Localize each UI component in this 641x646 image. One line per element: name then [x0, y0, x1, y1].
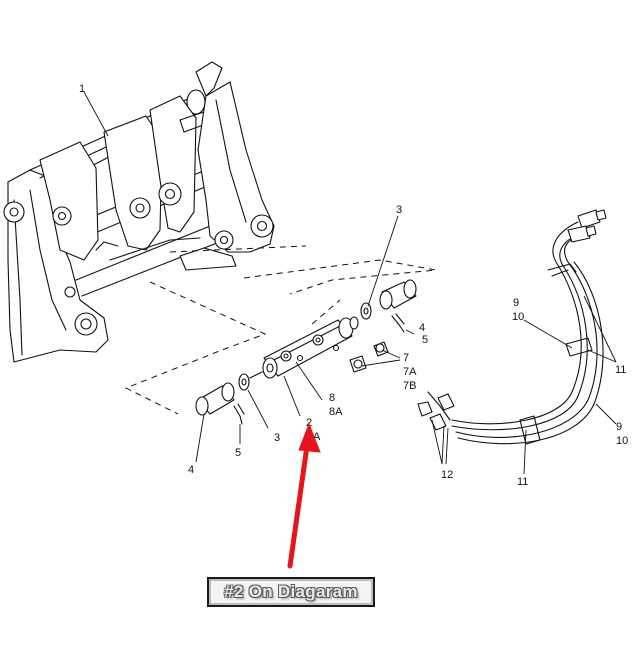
annotation-arrow	[287, 422, 321, 569]
label-part-4-right: 4	[419, 322, 425, 334]
cylinder-assembly	[249, 316, 359, 379]
label-part-4-left: 4	[188, 464, 194, 476]
label-part-11-right: 11	[615, 364, 626, 376]
label-part-1: 1	[79, 83, 85, 95]
pin-left	[195, 382, 235, 416]
label-part-2a: A	[313, 431, 321, 443]
leader-lines	[83, 91, 617, 475]
label-part-7b: 7B	[403, 380, 416, 392]
spring-pin-right	[391, 313, 405, 333]
label-part-8: 8	[329, 392, 335, 404]
label-part-8a: 8A	[329, 406, 343, 418]
label-part-9-right: 9	[616, 421, 622, 433]
label-part-10-right: 10	[616, 435, 628, 447]
label-part-9-top: 9	[513, 297, 519, 309]
callout-box: #2 On Diagaram	[207, 577, 375, 607]
label-part-11-bottom: 11	[517, 476, 528, 488]
spring-pin-left	[233, 403, 245, 425]
label-part-3-left: 3	[274, 432, 280, 444]
quick-attach-frame	[3, 61, 275, 363]
washer-left	[238, 373, 250, 391]
label-part-3-top: 3	[396, 204, 402, 216]
callout-text: #2 On Diagaram	[224, 582, 358, 601]
label-part-10-top: 10	[512, 311, 524, 323]
label-part-5-left: 5	[235, 447, 241, 459]
washer-right	[360, 302, 372, 320]
dashed-reference-lines	[124, 245, 437, 415]
label-part-12: 12	[441, 469, 453, 481]
part-labels: 1 3 4 5 7 7A 7B 8 8A 2 A 3 4 5 9 10 11 9…	[79, 83, 628, 488]
label-part-7a: 7A	[403, 366, 417, 378]
label-part-5-right: 5	[422, 334, 428, 346]
label-part-7: 7	[403, 352, 409, 364]
fittings	[349, 341, 455, 431]
hose-assembly	[451, 209, 607, 445]
pin-right	[379, 279, 417, 310]
